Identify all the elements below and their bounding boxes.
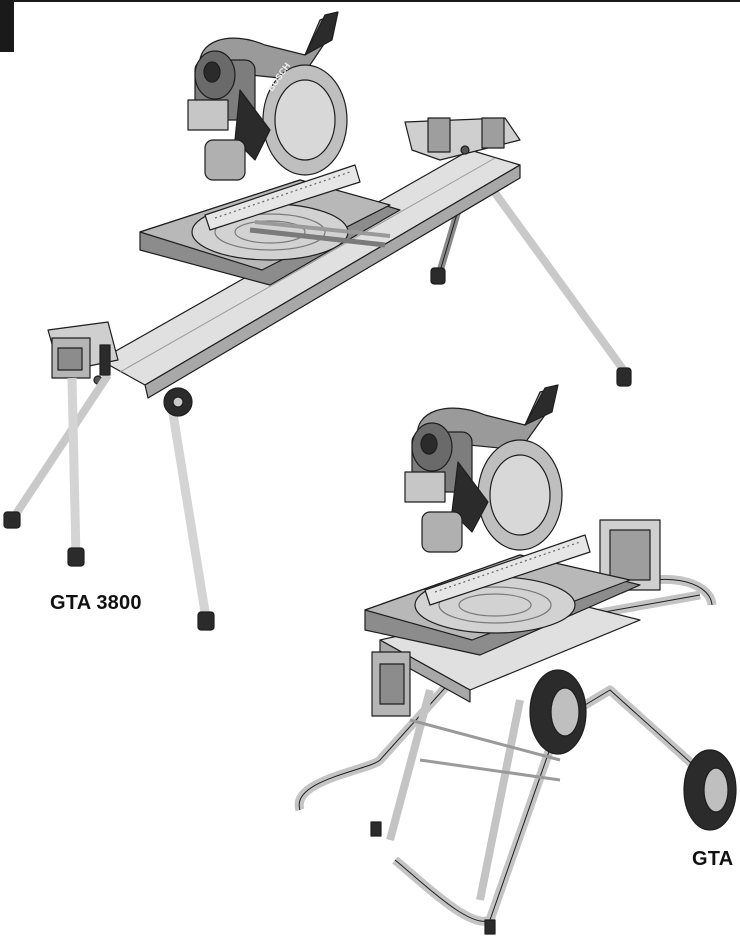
figure-caption-gta-3800: GTA 3800	[50, 592, 142, 614]
page-corner-tab	[0, 0, 14, 52]
figure-caption-gta: GTA	[692, 848, 734, 870]
page-top-rule	[0, 0, 740, 2]
